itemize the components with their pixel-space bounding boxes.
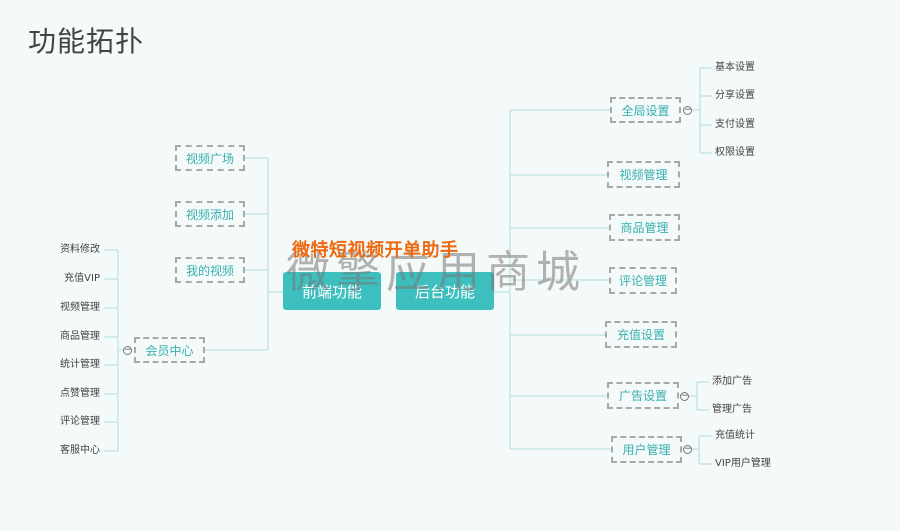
member-child-vip: 充值VIP (64, 273, 100, 284)
node-ad-settings[interactable]: 广告设置 (607, 382, 679, 409)
ad-child-manage: 管理广告 (712, 404, 752, 415)
global-child-payment: 支付设置 (715, 119, 755, 130)
node-video-add[interactable]: 视频添加 (175, 201, 245, 227)
node-recharge-settings[interactable]: 充值设置 (605, 321, 677, 348)
ad-child-add: 添加广告 (712, 376, 752, 387)
collapse-ad-icon[interactable]: − (680, 391, 689, 401)
backend-hub[interactable]: 后台功能 (396, 272, 494, 310)
member-child-comments: 评论管理 (60, 416, 100, 427)
node-my-videos[interactable]: 我的视频 (175, 257, 245, 283)
member-child-goods: 商品管理 (60, 331, 100, 342)
global-child-permission: 权限设置 (715, 147, 755, 158)
node-user-management[interactable]: 用户管理 (611, 436, 682, 463)
member-child-profile: 资料修改 (60, 244, 100, 255)
collapse-user-icon[interactable]: − (683, 444, 692, 454)
watermark-text: 微擎应用商城 (286, 247, 586, 298)
global-child-share: 分享设置 (715, 90, 755, 101)
node-goods-management[interactable]: 商品管理 (609, 214, 680, 241)
member-child-likes: 点赞管理 (60, 388, 100, 399)
node-global-settings[interactable]: 全局设置 (610, 97, 681, 123)
collapse-global-icon[interactable]: − (683, 105, 692, 115)
node-comment-management[interactable]: 评论管理 (609, 267, 677, 294)
member-child-stats: 统计管理 (60, 359, 100, 370)
frontend-hub[interactable]: 前端功能 (283, 272, 381, 310)
user-child-vip-management: VIP用户管理 (715, 458, 771, 469)
node-video-square[interactable]: 视频广场 (175, 145, 245, 171)
member-child-video: 视频管理 (60, 302, 100, 313)
node-video-management[interactable]: 视频管理 (607, 161, 680, 188)
collapse-member-icon[interactable]: − (123, 345, 132, 355)
node-member-center[interactable]: 会员中心 (134, 337, 205, 363)
global-child-basic: 基本设置 (715, 62, 755, 73)
member-child-service: 客服中心 (60, 445, 100, 456)
page-title: 功能拓扑 (28, 25, 145, 58)
headline-text: 微特短视频开单助手 (292, 240, 459, 261)
user-child-recharge-stats: 充值统计 (715, 430, 755, 441)
